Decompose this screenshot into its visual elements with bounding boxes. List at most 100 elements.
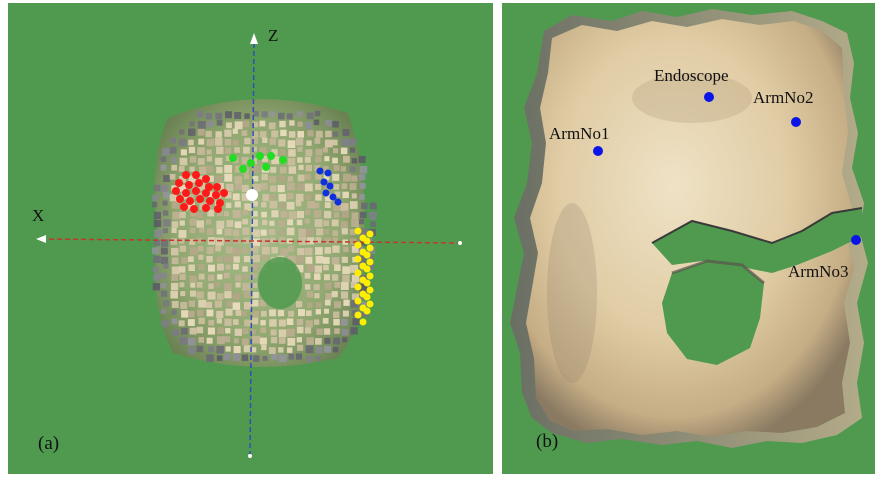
point-cloud-square (188, 202, 195, 209)
yellow-cluster-point (366, 258, 374, 266)
point-cloud-square (314, 273, 321, 280)
point-cloud-square (280, 129, 287, 137)
point-cloud-square (171, 221, 179, 228)
point-cloud-square (215, 237, 224, 246)
point-cloud-square (315, 355, 321, 362)
point-cloud-square (333, 337, 340, 345)
point-cloud-square (217, 336, 225, 345)
point-cloud-square (333, 165, 340, 171)
point-cloud-square (252, 273, 258, 279)
point-cloud-square (359, 194, 365, 200)
point-cloud-square (189, 166, 195, 172)
point-cloud-square (208, 320, 214, 326)
point-cloud-square (288, 149, 296, 157)
point-cloud-square (242, 338, 249, 346)
point-cloud-square (207, 327, 215, 335)
point-cloud-square (359, 174, 366, 181)
point-cloud-square (188, 300, 195, 307)
point-cloud-square (307, 201, 315, 209)
point-cloud-square (198, 273, 205, 280)
point-cloud-square (170, 290, 178, 299)
point-cloud-square (216, 166, 223, 174)
yellow-cluster-point (363, 293, 371, 301)
point-cloud-square (196, 326, 204, 334)
point-cloud-square (188, 256, 194, 262)
point-cloud-square (331, 291, 338, 298)
endoscope-marker (704, 92, 714, 102)
point-cloud-square (304, 247, 313, 256)
point-cloud-square (315, 156, 322, 163)
red-cluster-point (192, 187, 200, 195)
point-cloud-square (242, 328, 249, 334)
point-cloud-square (235, 310, 242, 316)
point-cloud-square (288, 310, 294, 317)
point-cloud-square (241, 184, 249, 192)
point-cloud-square (351, 274, 360, 283)
point-cloud-square (342, 337, 348, 343)
point-cloud-square (280, 149, 286, 155)
point-cloud-square (350, 264, 358, 273)
point-cloud-square (153, 273, 161, 281)
point-cloud-square (349, 229, 356, 235)
surface-hole (662, 261, 764, 365)
point-cloud-square (189, 247, 198, 256)
point-cloud-square (180, 302, 188, 309)
point-cloud-square (169, 173, 176, 180)
point-cloud-square (278, 329, 287, 338)
point-cloud-square (279, 166, 287, 174)
point-cloud-square (334, 328, 340, 334)
point-cloud-square (313, 119, 320, 126)
point-cloud-square (197, 128, 205, 136)
point-cloud-square (207, 209, 215, 217)
point-cloud-square (340, 282, 349, 290)
point-cloud-square (181, 257, 188, 264)
point-cloud-square (304, 218, 310, 224)
point-cloud-square (172, 211, 180, 220)
point-cloud-square (153, 255, 161, 263)
point-cloud-square (259, 131, 267, 138)
point-cloud-square (169, 146, 177, 154)
point-cloud-square (179, 212, 186, 219)
point-cloud-square (278, 354, 287, 363)
point-cloud-square (262, 194, 270, 202)
point-cloud-square (277, 185, 285, 193)
point-cloud-square (305, 122, 313, 129)
yellow-cluster-point (366, 272, 374, 280)
point-cloud-square (217, 263, 224, 271)
point-cloud-square (324, 139, 333, 148)
point-cloud-square (161, 239, 169, 247)
point-cloud-square (261, 238, 269, 246)
point-cloud-square (225, 308, 233, 316)
point-cloud-square (316, 346, 323, 354)
point-cloud-square (307, 302, 313, 308)
point-cloud-square (269, 220, 275, 226)
point-cloud-square (287, 140, 296, 148)
point-cloud-square (206, 354, 214, 362)
point-cloud-square (223, 353, 231, 360)
point-cloud-square (189, 218, 197, 226)
point-cloud-square (196, 282, 203, 288)
point-cloud-square (217, 210, 223, 217)
point-cloud-square (252, 211, 258, 217)
point-cloud-square (252, 121, 259, 128)
point-cloud-square (234, 121, 243, 130)
point-cloud-square (295, 138, 304, 146)
point-cloud-square (190, 290, 197, 297)
point-cloud-square (368, 211, 377, 220)
point-cloud-square (171, 266, 180, 275)
red-cluster-point (206, 197, 214, 205)
red-cluster-point (195, 179, 203, 187)
point-cloud-square (296, 326, 304, 334)
point-cloud-square (216, 293, 224, 300)
point-cloud-square (252, 229, 260, 237)
point-cloud-square (305, 164, 312, 172)
point-cloud-square (279, 120, 286, 128)
point-cloud-square (296, 211, 304, 219)
surface-shadow-upper (632, 73, 752, 123)
point-cloud-square (262, 355, 268, 361)
point-cloud-square (351, 158, 358, 164)
red-cluster-point (202, 175, 210, 183)
point-cloud-square (214, 175, 223, 184)
point-cloud-square (296, 301, 303, 308)
point-cloud-square (333, 184, 340, 190)
